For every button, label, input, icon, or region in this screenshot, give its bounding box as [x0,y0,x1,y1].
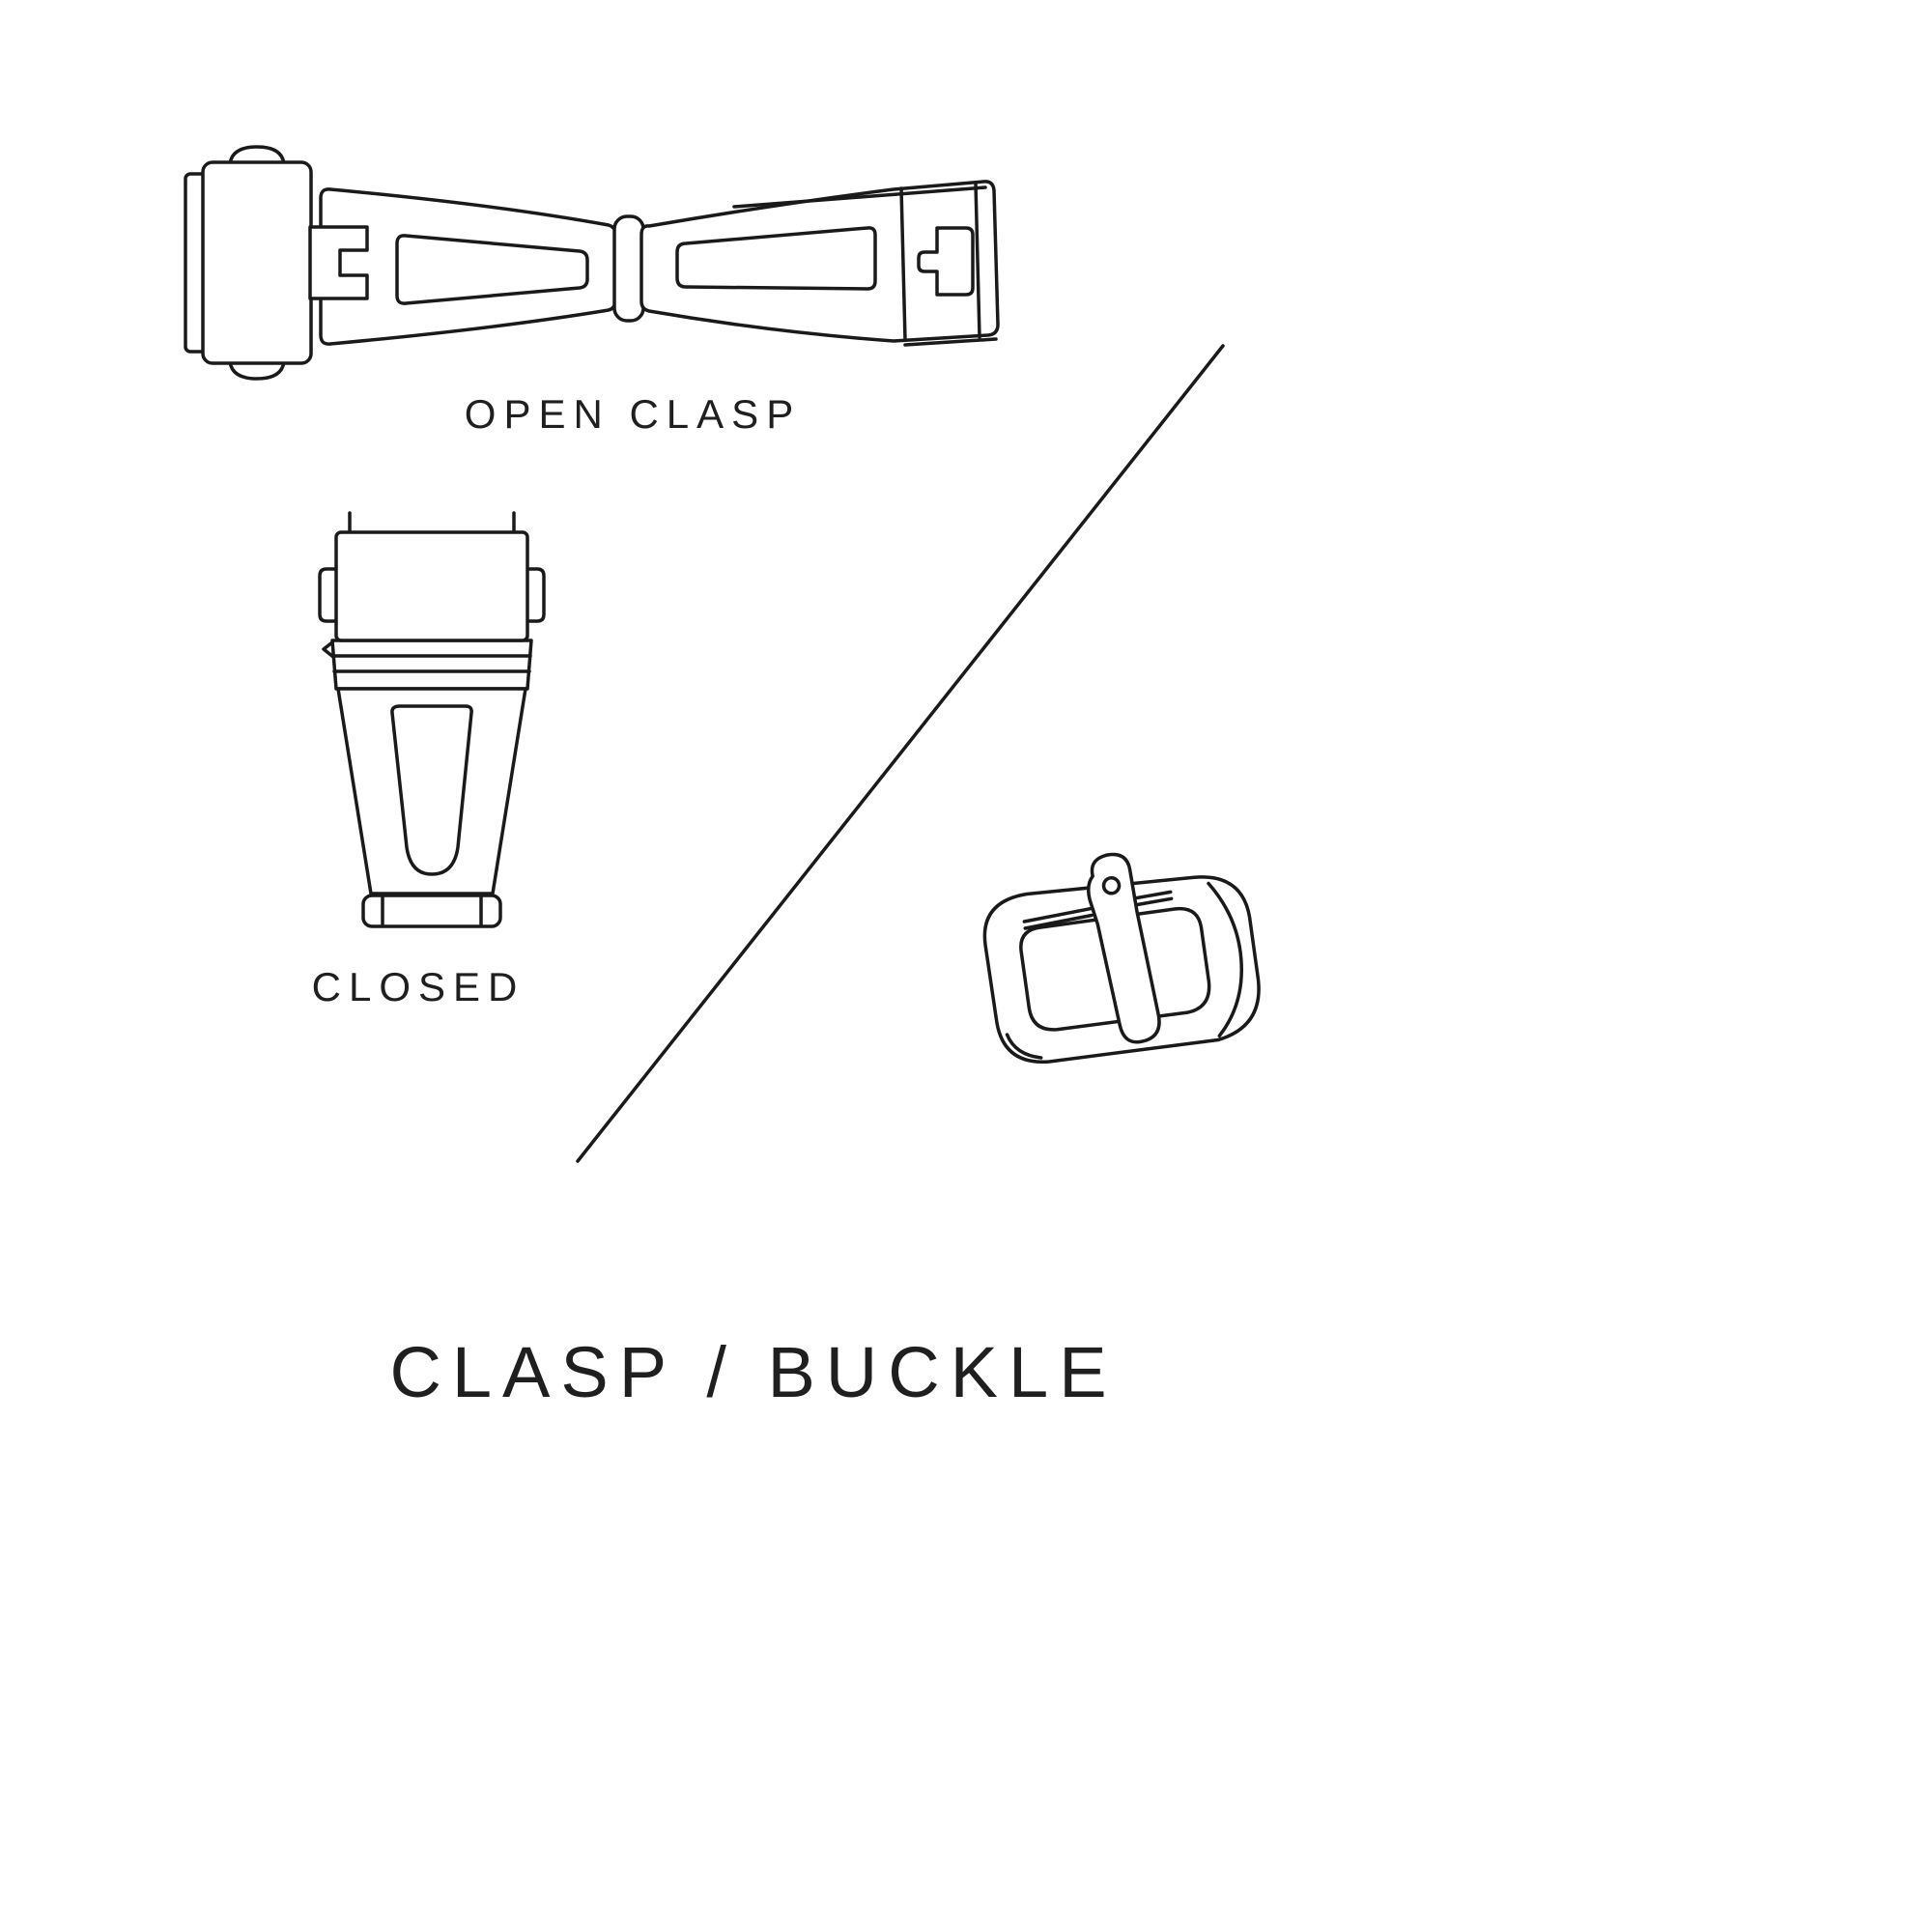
open-clasp-illustration [184,145,1000,381]
clasp-cover [201,160,313,365]
buckle-tang [1087,852,1161,1044]
closed-clasp-body [336,687,527,895]
clasp-release-cutout [917,226,975,297]
divider-line [576,344,1225,1163]
buckle-pin-right-bottom [1133,896,1174,907]
clasp-bottom-plate-line [903,337,998,347]
tang-buckle-illustration [982,852,1261,1064]
clasp-endpiece-edge-line [974,182,981,339]
buckle-pin-left-top [1022,906,1094,923]
clasp-top-plate-line [732,185,987,209]
buckle-right-contour [1207,881,1243,1038]
clasp-left-blade [319,187,617,346]
clasp-hinge [612,214,645,323]
closed-clasp-label: CLOSED [311,964,526,1009]
buckle-pin-right-top [1132,890,1173,900]
clasp-cover-bottom-tab [228,359,286,381]
closed-clasp-left-ear [318,567,340,623]
page-title: CLASP / BUCKLE [389,1332,1118,1412]
buckle-pin-left-bottom [1023,913,1094,930]
open-clasp-label: OPEN CLASP [464,391,802,437]
closed-clasp-illustration [318,511,546,928]
diagonal-divider-line [576,344,1225,1163]
closed-clasp-right-ear [524,567,546,623]
closed-clasp-band [330,639,533,691]
buckle-left-contour [1005,1033,1043,1060]
clasp-right-blade [639,180,1000,343]
clasp-endpiece-joint-line [899,186,907,342]
clasp-left-window [395,234,589,305]
clasp-cover-top-tab [228,145,286,166]
buckle-tang-pivot [1101,876,1122,895]
buckle-inner-opening [1019,906,1211,1032]
clasp-loop [308,225,369,300]
clasp-right-window [675,226,877,291]
closed-clasp-inner-slot [390,704,473,876]
closed-clasp-cover [334,530,529,642]
closed-clasp-bottom-bar [361,894,502,928]
closed-clasp-band-notch [322,640,335,659]
